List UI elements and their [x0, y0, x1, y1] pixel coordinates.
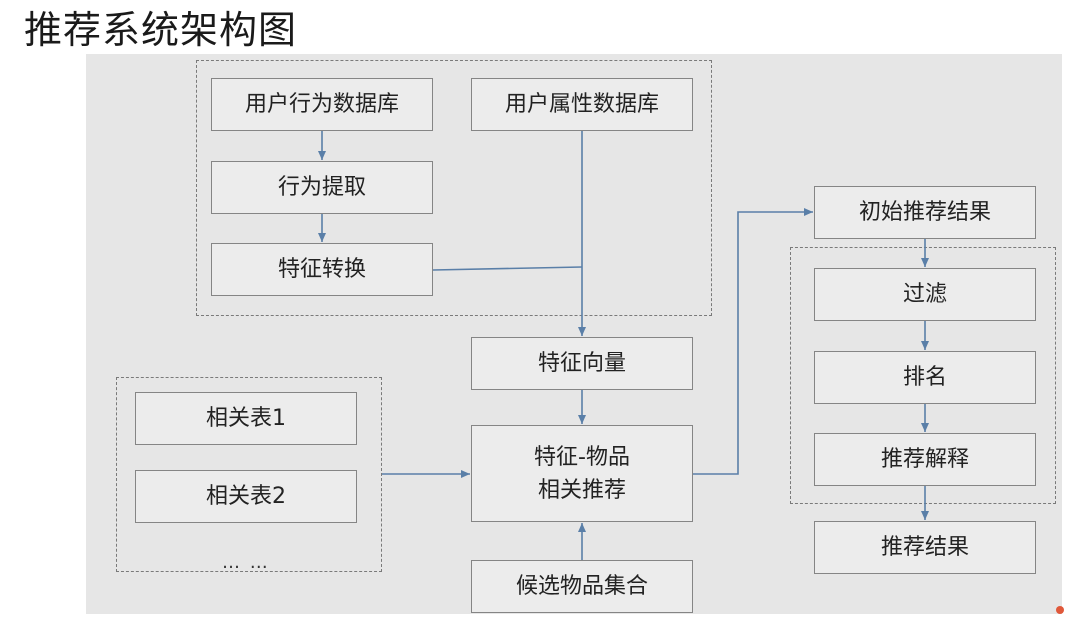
feature-vector-label: 特征向量: [537, 351, 626, 376]
behavior-extract-box: 行为提取: [211, 161, 433, 214]
user-data-group: [196, 60, 712, 316]
filter-label: 过滤: [902, 282, 947, 307]
feature-transform-box: 特征转换: [211, 243, 433, 296]
user-attr-db-box: 用户属性数据库: [471, 78, 693, 131]
related-table-1-box: 相关表1: [135, 392, 357, 445]
related-table-1-label: 相关表1: [206, 406, 286, 431]
final-results-box: 推荐结果: [814, 521, 1036, 574]
rank-label: 排名: [902, 365, 947, 390]
candidate-items-label: 候选物品集合: [515, 574, 648, 599]
related-tables-group: [116, 377, 382, 572]
feature-item-box: 特征-物品 相关推荐: [471, 425, 693, 522]
initial-results-label: 初始推荐结果: [858, 200, 991, 225]
corner-dot-icon: [1056, 606, 1064, 614]
candidate-items-box: 候选物品集合: [471, 560, 693, 613]
feature-item-label-line1: 特征-物品: [534, 444, 630, 470]
user-behavior-db-label: 用户行为数据库: [244, 92, 399, 117]
final-results-label: 推荐结果: [880, 535, 969, 560]
rank-box: 排名: [814, 351, 1036, 404]
user-behavior-db-box: 用户行为数据库: [211, 78, 433, 131]
behavior-extract-label: 行为提取: [277, 175, 366, 200]
filter-box: 过滤: [814, 268, 1036, 321]
related-tables-ellipsis: … …: [222, 552, 270, 573]
page-title: 推荐系统架构图: [24, 8, 298, 52]
explain-label: 推荐解释: [880, 447, 969, 472]
feature-vector-box: 特征向量: [471, 337, 693, 390]
feature-item-label-line2: 相关推荐: [537, 477, 626, 503]
related-table-2-label: 相关表2: [206, 484, 286, 509]
feature-transform-label: 特征转换: [277, 257, 366, 282]
user-attr-db-label: 用户属性数据库: [504, 92, 659, 117]
explain-box: 推荐解释: [814, 433, 1036, 486]
related-table-2-box: 相关表2: [135, 470, 357, 523]
initial-results-box: 初始推荐结果: [814, 186, 1036, 239]
